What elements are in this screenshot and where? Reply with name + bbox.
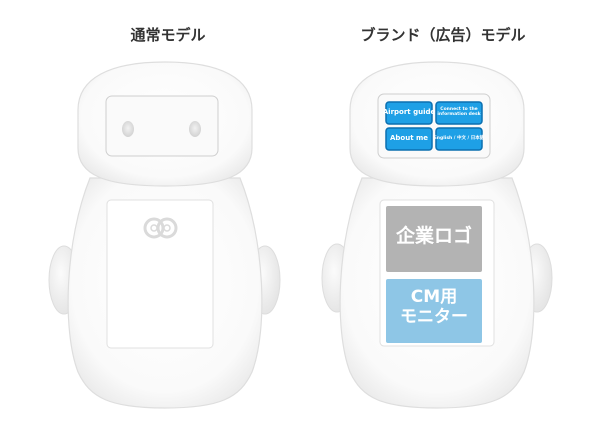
sensor-rings-icon — [143, 217, 178, 239]
company-logo-label: 企業ロゴ — [395, 225, 472, 247]
brand-model-caption: ブランド（広告）モデル — [360, 26, 526, 44]
left-eye-icon — [122, 121, 134, 137]
airport-guide-label: Airport guide — [382, 108, 436, 117]
right-eye-icon — [189, 121, 201, 137]
screen-button-shapes — [385, 101, 483, 151]
airport-guide-button: Airport guide — [382, 102, 436, 124]
about-me-button: About me — [386, 128, 432, 150]
standard-model-caption: 通常モデル — [130, 26, 206, 44]
monitor-panel-shape — [386, 279, 482, 343]
connect-info-desk-label: Connect to the information desk — [437, 107, 481, 117]
about-me-label: About me — [389, 134, 429, 143]
brand-robot — [321, 61, 553, 409]
standard-chest-panel — [106, 199, 214, 349]
connect-info-desk-button: Connect to the information desk — [436, 102, 482, 124]
logo-panel-shape — [386, 206, 482, 272]
cm-monitor-label: CM用 モニター — [400, 287, 468, 327]
language-label: English / 中文 / 日本語 — [433, 135, 485, 141]
standard-robot — [48, 61, 281, 409]
language-button: English / 中文 / 日本語 — [433, 128, 485, 150]
standard-face-screen — [105, 95, 219, 157]
